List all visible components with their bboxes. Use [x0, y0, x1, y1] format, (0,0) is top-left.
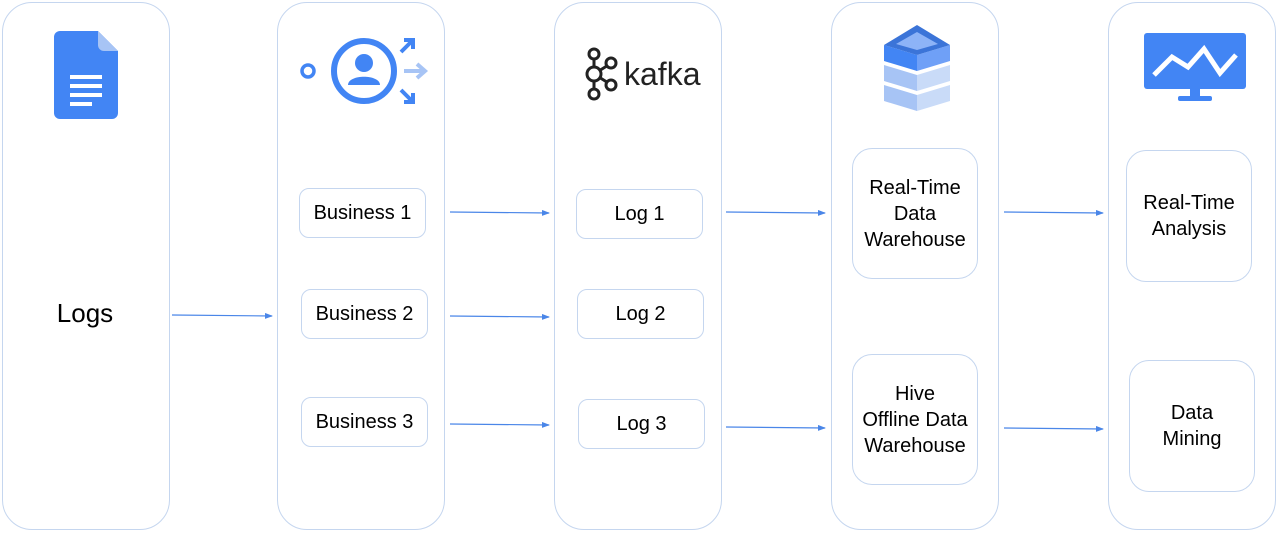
document-icon	[54, 31, 118, 119]
hive-warehouse-node: Hive Offline Data Warehouse	[852, 354, 978, 485]
arrow-realtime-warehouse-to-analysis	[1003, 209, 1104, 216]
arrow-log1-to-realtime-warehouse	[725, 209, 826, 216]
arrow-business1-to-log1	[449, 209, 550, 216]
arrow-hive-warehouse-to-mining	[1003, 425, 1104, 432]
realtime-analysis-node: Real-Time Analysis	[1126, 150, 1252, 282]
logs-label: Logs	[56, 298, 114, 328]
business-node-2: Business 2	[301, 289, 428, 339]
data-mining-node: Data Mining	[1129, 360, 1255, 492]
monitor-chart-icon	[1144, 33, 1246, 101]
kafka-logo-icon	[585, 47, 618, 101]
arrow-business3-to-log3	[449, 421, 550, 428]
database-stack-icon	[884, 25, 950, 111]
log-node-3: Log 3	[578, 399, 705, 449]
business-node-3: Business 3	[301, 397, 428, 447]
business-node-1: Business 1	[299, 188, 426, 238]
log-node-1: Log 1	[576, 189, 703, 239]
arrow-log3-to-hive-warehouse	[725, 424, 826, 431]
user-distribution-icon	[300, 38, 429, 104]
log-node-2: Log 2	[577, 289, 704, 339]
kafka-wordmark: kafka	[624, 56, 701, 92]
arrow-logs-to-business	[171, 312, 273, 319]
realtime-warehouse-node: Real-Time Data Warehouse	[852, 148, 978, 279]
arrow-business2-to-log2	[449, 313, 550, 320]
